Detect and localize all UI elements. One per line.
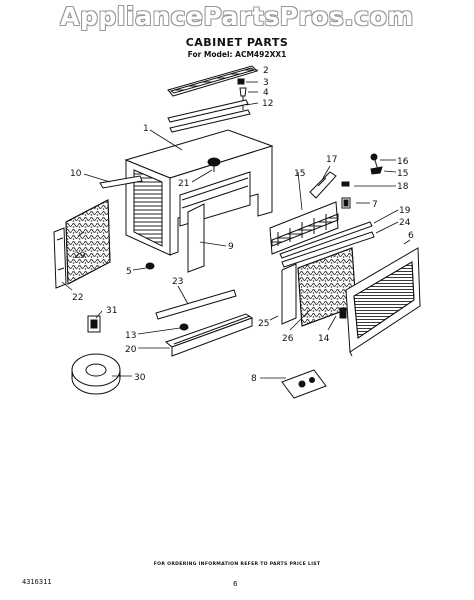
- side-filter-panel: [65, 199, 111, 285]
- callout-30: 30: [134, 373, 146, 383]
- seal-strip-24: [281, 231, 375, 268]
- side-panel: [187, 203, 205, 273]
- callout-3: 3: [263, 78, 269, 88]
- cabinet-wrapper: [124, 129, 274, 256]
- callout-4: 4: [263, 88, 269, 98]
- rail-part-25: [155, 289, 237, 320]
- page-title: CABINET PARTS: [185, 36, 289, 49]
- seal-strip-18: [279, 221, 373, 259]
- tape-roll: [71, 353, 121, 395]
- latch-part-14: [339, 307, 347, 319]
- callout-29: 29: [74, 251, 86, 261]
- watermark: AppliancePartsPros.com: [60, 2, 414, 31]
- callout-12: 12: [262, 99, 273, 109]
- callout-23: 22: [72, 293, 83, 303]
- document-code: 4316311: [22, 578, 52, 586]
- screw-part-3: [237, 78, 245, 85]
- callout-24: 24: [399, 218, 411, 228]
- callout-16: 16: [397, 157, 409, 167]
- callout-5: 5: [126, 267, 132, 277]
- top-rail-strips: [167, 99, 251, 133]
- callout-8: 8: [251, 374, 257, 384]
- model-subtitle: For Model: ACM492XX1: [187, 50, 287, 59]
- callout-22: 21: [178, 179, 189, 189]
- callout-7: 7: [372, 200, 378, 210]
- callout-13: 13: [125, 331, 136, 341]
- callout-6: 6: [408, 231, 414, 241]
- frame-assembly: [269, 201, 339, 255]
- callout-18: 19: [399, 206, 411, 216]
- callout-25: 23: [172, 277, 183, 287]
- callout-9: 9: [228, 242, 234, 252]
- clip-part-7: [341, 197, 351, 209]
- callout-15: 15: [397, 169, 408, 179]
- rail-guide: [239, 87, 247, 110]
- callout-2: 2: [263, 66, 269, 76]
- callout-14: 14: [318, 334, 330, 344]
- top-bracket: [309, 171, 337, 199]
- control-box: [281, 369, 327, 399]
- hardware-part-15: [370, 166, 383, 175]
- leader-lines: [61, 69, 411, 379]
- front-grille: [345, 247, 421, 357]
- callout-20: 18: [397, 182, 409, 192]
- screw-part-5: [145, 262, 155, 270]
- side-strip: [99, 175, 143, 189]
- knob-part-22: [207, 157, 221, 172]
- callout-21: 20: [125, 345, 137, 355]
- ordering-note: FOR ORDERING INFORMATION REFER TO PARTS …: [153, 562, 321, 567]
- small-bracket: [87, 315, 101, 333]
- callout-26: 25: [258, 319, 269, 329]
- page-number: 6: [233, 580, 238, 588]
- callout-31: 31: [106, 306, 117, 316]
- callout-10: 10: [70, 169, 82, 179]
- callout-27: 26: [282, 334, 294, 344]
- callout-1: 1: [143, 124, 149, 134]
- clip-part-20: [341, 181, 350, 187]
- side-channel: [53, 227, 67, 289]
- callout-labels: 2 3 4 12 1 10 21 9 5 23 29 22 31 13 20 3…: [70, 66, 414, 384]
- tab-part-13: [179, 323, 189, 331]
- callout-17: 15: [294, 169, 305, 179]
- base-rail: [165, 313, 254, 357]
- wire-frame: [281, 263, 297, 325]
- callout-19: 17: [326, 155, 337, 165]
